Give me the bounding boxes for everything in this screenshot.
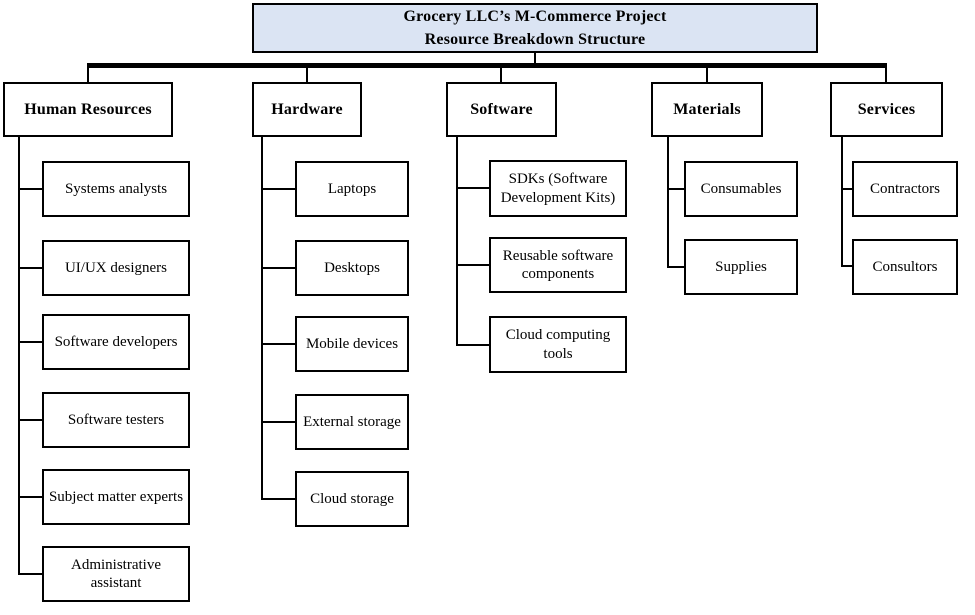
connector-bus-to-software (500, 68, 502, 82)
node-cloud-storage: Cloud storage (295, 471, 409, 527)
connector-bus-to-services (885, 68, 887, 82)
category-hardware: Hardware (252, 82, 362, 137)
stub-administrative-assistant (18, 573, 42, 575)
connector-bus-to-hardware (306, 68, 308, 82)
node-contractors: Contractors (852, 161, 958, 217)
title-box: Grocery LLC’s M-Commerce Project Resourc… (252, 3, 818, 53)
stub-consumables (667, 188, 684, 190)
title-line-2: Resource Breakdown Structure (424, 30, 646, 48)
connector-bus-to-human-resources (87, 68, 89, 82)
category-software: Software (446, 82, 557, 137)
stub-external-storage (261, 421, 295, 423)
node-external-storage: External storage (295, 394, 409, 450)
stub-sdks (456, 187, 489, 189)
node-systems-analysts: Systems analysts (42, 161, 190, 217)
stub-systems-analysts (18, 188, 42, 190)
stub-cloud-storage (261, 498, 295, 500)
stub-desktops (261, 267, 295, 269)
category-human-resources: Human Resources (3, 82, 173, 137)
node-software-developers: Software developers (42, 314, 190, 370)
trunk-materials (667, 137, 669, 268)
category-materials: Materials (651, 82, 763, 137)
connector-bus-line (87, 63, 887, 68)
node-subject-matter-experts: Subject matter experts (42, 469, 190, 525)
node-cloud-computing-tools: Cloud computing tools (489, 316, 627, 373)
trunk-services (841, 137, 843, 267)
stub-contractors (841, 188, 852, 190)
stub-subject-matter-experts (18, 496, 42, 498)
category-services: Services (830, 82, 943, 137)
node-supplies: Supplies (684, 239, 798, 295)
node-desktops: Desktops (295, 240, 409, 296)
node-administrative-assistant: Administrative assistant (42, 546, 190, 602)
stub-software-testers (18, 419, 42, 421)
node-consultors: Consultors (852, 239, 958, 295)
node-reusable-software-components: Reusable software components (489, 237, 627, 293)
node-consumables: Consumables (684, 161, 798, 217)
stub-ui-ux-designers (18, 267, 42, 269)
connector-bus-to-materials (706, 68, 708, 82)
node-ui-ux-designers: UI/UX designers (42, 240, 190, 296)
node-sdks: SDKs (Software Development Kits) (489, 160, 627, 217)
stub-reusable-software-components (456, 264, 489, 266)
stub-software-developers (18, 341, 42, 343)
stub-cloud-computing-tools (456, 344, 489, 346)
stub-mobile-devices (261, 343, 295, 345)
stub-laptops (261, 188, 295, 190)
trunk-hardware (261, 137, 263, 500)
connector-title-to-bus (534, 53, 536, 64)
node-laptops: Laptops (295, 161, 409, 217)
title-line-1: Grocery LLC’s M-Commerce Project (403, 7, 667, 25)
stub-consultors (841, 265, 852, 267)
trunk-software (456, 137, 458, 346)
node-software-testers: Software testers (42, 392, 190, 448)
trunk-human-resources (18, 137, 20, 575)
stub-supplies (667, 266, 684, 268)
node-mobile-devices: Mobile devices (295, 316, 409, 372)
